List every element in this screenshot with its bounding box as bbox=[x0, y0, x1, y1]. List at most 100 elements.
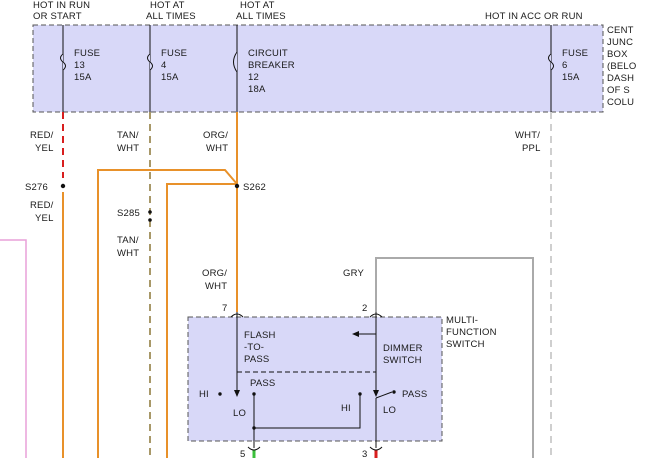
fuse-13-rating: 15A bbox=[74, 72, 92, 83]
splice-s276-dot bbox=[60, 183, 66, 189]
switch-title-line2: FUNCTION bbox=[446, 327, 497, 338]
breaker-rating: 18A bbox=[248, 84, 266, 95]
fuse-13-name: FUSE bbox=[74, 48, 100, 59]
label-red-yel-mid-1: RED/ bbox=[30, 200, 54, 211]
junction-box-label-line1: CENT bbox=[607, 25, 634, 36]
switch-contacts bbox=[218, 331, 396, 430]
dimmer-label-line1: DIMMER bbox=[383, 343, 423, 354]
junction-box-label: CENT JUNC BOX (BELO DASH OF S COLU bbox=[607, 25, 636, 108]
top-connector-pins: 7 2 bbox=[222, 303, 383, 318]
central-junction-box bbox=[32, 24, 604, 113]
flash-label-line1: FLASH bbox=[244, 330, 276, 341]
switch-text-labels: FLASH -TO- PASS DIMMER SWITCH PASS HI LO… bbox=[199, 330, 427, 419]
flash-label-line2: -TO- bbox=[244, 342, 264, 353]
wire-org-wht-branch-b bbox=[166, 183, 237, 458]
header-all-times-1-line2: ALL TIMES bbox=[146, 11, 196, 22]
switch-internal-wiring bbox=[236, 312, 393, 448]
label-red-yel-top-2: YEL bbox=[35, 143, 54, 154]
fuse-4-symbol bbox=[147, 53, 153, 71]
wire-color-labels: RED/ YEL TAN/ WHT ORG/ WHT WHT/ PPL RED/… bbox=[30, 130, 541, 292]
label-red-yel-mid-2: YEL bbox=[35, 213, 54, 224]
switch-title-line1: MULTI- bbox=[446, 315, 478, 326]
junction-box-label-line5: DASH bbox=[607, 73, 634, 84]
hi-right-label: HI bbox=[341, 403, 351, 414]
lo-right-label: LO bbox=[383, 405, 396, 416]
dimmer-arrow-down-icon bbox=[373, 390, 379, 397]
label-red-yel-top-1: RED/ bbox=[30, 130, 54, 141]
header-all-times-2-line2: ALL TIMES bbox=[236, 11, 286, 22]
label-org-wht-lower-2: WHT bbox=[205, 281, 227, 292]
fuse-4-name: FUSE bbox=[161, 48, 187, 59]
junction-box-label-line7: COLU bbox=[607, 97, 634, 108]
header-acc-run: HOT IN ACC OR RUN bbox=[485, 11, 583, 22]
pin-2-label: 2 bbox=[362, 303, 367, 314]
header-run-start-line1: HOT IN RUN bbox=[33, 0, 90, 11]
breaker-number: 12 bbox=[248, 72, 259, 83]
pin-5-connector-icon bbox=[247, 446, 261, 451]
pass-right-label: PASS bbox=[402, 389, 427, 400]
fuse-6-name: FUSE bbox=[562, 48, 588, 59]
splice-s285-label: S285 bbox=[117, 208, 140, 219]
fuse-13-number: 13 bbox=[74, 60, 85, 71]
wire-gry bbox=[375, 257, 534, 458]
multi-function-switch-box bbox=[187, 316, 443, 442]
label-org-wht-top-2: WHT bbox=[206, 143, 228, 154]
label-tan-wht-mid-1: TAN/ bbox=[117, 235, 139, 246]
dimmer-label-line2: SWITCH bbox=[383, 355, 422, 366]
pin-3-connector-icon bbox=[369, 446, 383, 451]
pass-left-contact bbox=[252, 392, 256, 396]
pass-right-contact bbox=[392, 390, 396, 394]
label-gry: GRY bbox=[343, 268, 364, 279]
crossover-junction-dot bbox=[252, 426, 256, 430]
hi-left-label: HI bbox=[199, 389, 209, 400]
fuse-6-rating: 15A bbox=[562, 72, 580, 83]
wire-org-wht-branch-a bbox=[97, 169, 238, 458]
bottom-connector-pins: 5 3 bbox=[240, 446, 383, 458]
label-org-wht-top-1: ORG/ bbox=[203, 130, 228, 141]
junction-box-label-line6: OF S bbox=[607, 85, 630, 96]
flash-label-line3: PASS bbox=[244, 354, 269, 365]
switch-title-line3: SWITCH bbox=[446, 339, 485, 350]
junction-box-label-line3: BOX bbox=[607, 49, 628, 60]
splice-s262-dot bbox=[234, 183, 240, 189]
fuse-13-symbol bbox=[60, 53, 66, 71]
label-tan-wht-mid-2: WHT bbox=[117, 248, 139, 259]
wire-pink bbox=[0, 239, 27, 458]
header-run-start-line2: OR START bbox=[33, 11, 82, 22]
label-wht-ppl-1: WHT/ bbox=[515, 130, 540, 141]
pin-5-label: 5 bbox=[240, 449, 245, 458]
splice-points bbox=[60, 183, 240, 222]
hi-right-contact bbox=[358, 392, 362, 396]
breaker-line1: CIRCUIT bbox=[248, 48, 288, 59]
power-header-labels: HOT IN RUN OR START HOT AT ALL TIMES HOT… bbox=[33, 0, 583, 22]
splice-s285-dot-upper bbox=[148, 210, 152, 214]
fuse-labels: FUSE 13 15A FUSE 4 15A CIRCUIT BREAKER 1… bbox=[74, 48, 588, 95]
label-tan-wht-top-1: TAN/ bbox=[117, 130, 139, 141]
hi-left-contact bbox=[218, 392, 222, 396]
fuse-6-symbol bbox=[548, 53, 554, 71]
label-tan-wht-top-2: WHT bbox=[117, 143, 139, 154]
splice-s276-label: S276 bbox=[25, 182, 48, 193]
lo-left-label: LO bbox=[233, 408, 246, 419]
fuse-4-rating: 15A bbox=[161, 72, 179, 83]
fuse-4-number: 4 bbox=[161, 60, 166, 71]
pass-left-label: PASS bbox=[250, 378, 275, 389]
breaker-line2: BREAKER bbox=[248, 60, 295, 71]
junction-box-label-line2: JUNC bbox=[607, 37, 633, 48]
header-all-times-1-line1: HOT AT bbox=[150, 0, 185, 11]
splice-labels: S276 S262 S285 bbox=[25, 182, 266, 219]
hi-crossover-link bbox=[254, 394, 361, 429]
wires bbox=[0, 112, 552, 458]
dimmer-arrow-icon bbox=[352, 331, 359, 337]
multi-function-switch-label: MULTI- FUNCTION SWITCH bbox=[446, 315, 497, 350]
label-org-wht-lower-1: ORG/ bbox=[202, 268, 227, 279]
splice-s285-dot-lower bbox=[148, 218, 152, 222]
pin-7-label: 7 bbox=[222, 303, 227, 314]
fuse-6-number: 6 bbox=[562, 60, 567, 71]
circuit-breaker-symbol bbox=[233, 51, 238, 73]
fuse-symbols bbox=[60, 51, 554, 73]
label-wht-ppl-2: PPL bbox=[522, 143, 541, 154]
header-all-times-2-line1: HOT AT bbox=[240, 0, 275, 11]
pin-3-label: 3 bbox=[362, 449, 367, 458]
